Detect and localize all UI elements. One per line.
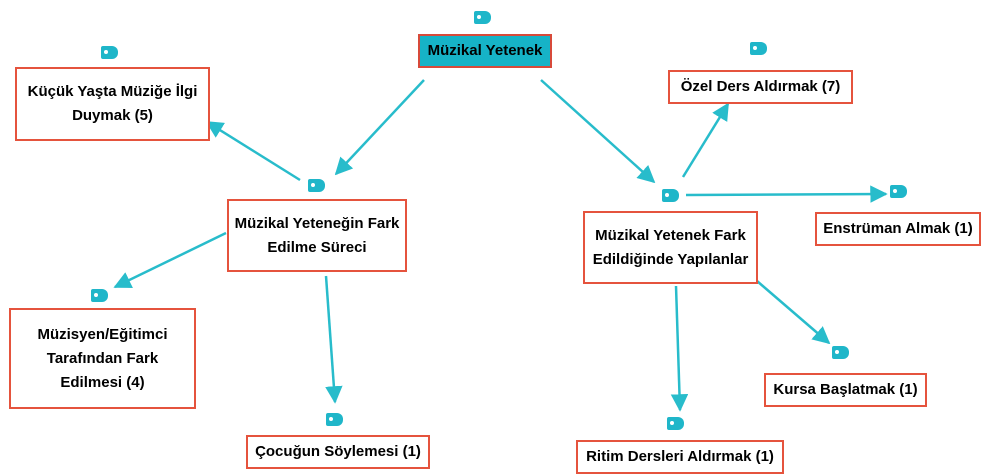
node-child-singing[interactable]: Çocuğun Söylemesi (1) [246, 435, 430, 469]
edge-noticing-process-to-child-singing [324, 275, 343, 404]
node-private-lessons[interactable]: Özel Ders Aldırmak (7) [668, 70, 853, 104]
edge-actions-taken-to-buy-instrument [685, 185, 888, 203]
node-root[interactable]: Müzikal Yetenek [418, 34, 552, 68]
tag-icon [890, 185, 907, 198]
tag-icon [667, 417, 684, 430]
tag-icon [326, 413, 343, 426]
tag-icon [662, 189, 679, 202]
node-early-interest[interactable]: Küçük Yaşta Müziğe İlgi Duymak (5) [15, 67, 210, 141]
tag-icon [91, 289, 108, 302]
tag-icon [474, 11, 491, 24]
node-rhythm-lessons[interactable]: Ritim Dersleri Aldırmak (1) [576, 440, 784, 474]
node-teacher-noticed[interactable]: Müzisyen/Eğitimci Tarafından Fark Edilme… [9, 308, 196, 409]
node-actions-taken[interactable]: Müzikal Yetenek Fark Edildiğinde Yapılan… [583, 211, 758, 284]
edge-root-to-actions-taken [540, 79, 656, 184]
edge-noticing-process-to-teacher-noticed [113, 231, 227, 289]
edge-noticing-process-to-early-interest [205, 120, 301, 182]
edge-actions-taken-to-start-course [756, 280, 831, 345]
tag-icon [750, 42, 767, 55]
node-start-course[interactable]: Kursa Başlatmak (1) [764, 373, 927, 407]
edge-actions-taken-to-rhythm-lessons [670, 285, 689, 412]
tag-icon [101, 46, 118, 59]
tag-icon [308, 179, 325, 192]
edge-root-to-noticing-process [334, 79, 425, 176]
node-buy-instrument[interactable]: Enstrüman Almak (1) [815, 212, 981, 246]
edge-actions-taken-to-private-lessons [681, 102, 730, 178]
node-noticing-process[interactable]: Müzikal Yeteneğin Fark Edilme Süreci [227, 199, 407, 272]
tag-icon [832, 346, 849, 359]
